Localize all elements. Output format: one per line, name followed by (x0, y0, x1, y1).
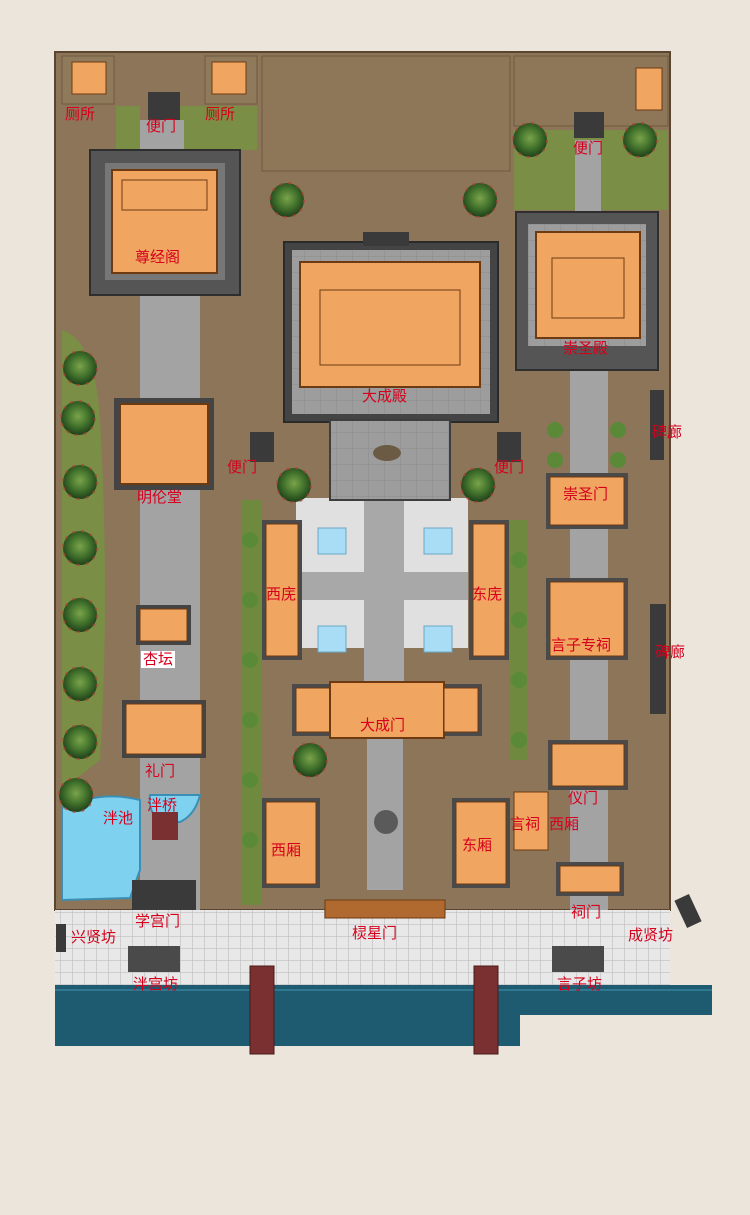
east-halls (513, 390, 666, 896)
label-cesuo-right: 厕所 (205, 105, 236, 123)
label-lingxingmen: 棂星门 (352, 924, 398, 942)
label-beilang-lower: 碑廊 (655, 643, 686, 661)
label-yimen: 仪门 (568, 789, 599, 807)
label-xuegongmen: 学宫门 (135, 912, 181, 930)
label-yanci: 言祠 (510, 815, 541, 833)
river (55, 965, 712, 1055)
label-cimen: 祠门 (571, 903, 602, 921)
label-bianmen-mid-right: 便门 (494, 458, 525, 476)
label-dachengdian: 大成殿 (362, 387, 408, 405)
dachengmen-gate (292, 681, 482, 739)
label-yanzizhuanci: 言子专祠 (551, 636, 612, 654)
label-xixiang-side: 西厢 (549, 815, 580, 833)
label-bianmen-top-left: 便门 (146, 117, 177, 135)
label-dachengmen: 大成门 (360, 716, 406, 734)
dachengdian-hall (250, 232, 521, 501)
label-xingtan: 杏坛 (141, 650, 176, 668)
label-panggongfang: 泮宫坊 (133, 975, 179, 993)
label-pangqiao: 泮桥 (147, 796, 178, 814)
front-gates (56, 880, 702, 972)
label-chongshengdian: 崇圣殿 (563, 339, 609, 357)
label-chengxianfang: 成贤坊 (628, 926, 674, 944)
label-limen: 礼门 (145, 762, 176, 780)
label-beilang-upper: 碑廊 (652, 423, 683, 441)
label-yanzifang: 言子坊 (557, 975, 603, 993)
label-dongxiang: 东厢 (462, 836, 493, 854)
label-bianmen-mid-left: 便门 (227, 458, 258, 476)
xiang-halls (262, 798, 510, 888)
toilets (71, 61, 663, 111)
minglundang-hall (114, 398, 214, 490)
limen-gate (122, 700, 206, 758)
label-dongwu: 东庑 (472, 585, 503, 603)
label-xixiang: 西厢 (271, 841, 302, 859)
label-pangchi: 泮池 (103, 809, 134, 827)
zunjingge-hall (89, 92, 241, 296)
label-minglundang: 明伦堂 (137, 488, 183, 506)
pangchi-pond (61, 794, 202, 902)
chongshengdian-hall (515, 112, 659, 371)
wu-halls (262, 520, 509, 660)
label-chongshengmen: 崇圣门 (563, 485, 609, 503)
label-xiwu: 西庑 (266, 585, 297, 603)
label-cesuo-left: 厕所 (65, 105, 96, 123)
label-xingxianfang: 兴贤坊 (71, 928, 117, 946)
label-zunjingge: 尊经阁 (135, 248, 181, 266)
label-bianmen-top-right: 便门 (573, 139, 604, 157)
xingtan-pavilion (136, 605, 191, 645)
